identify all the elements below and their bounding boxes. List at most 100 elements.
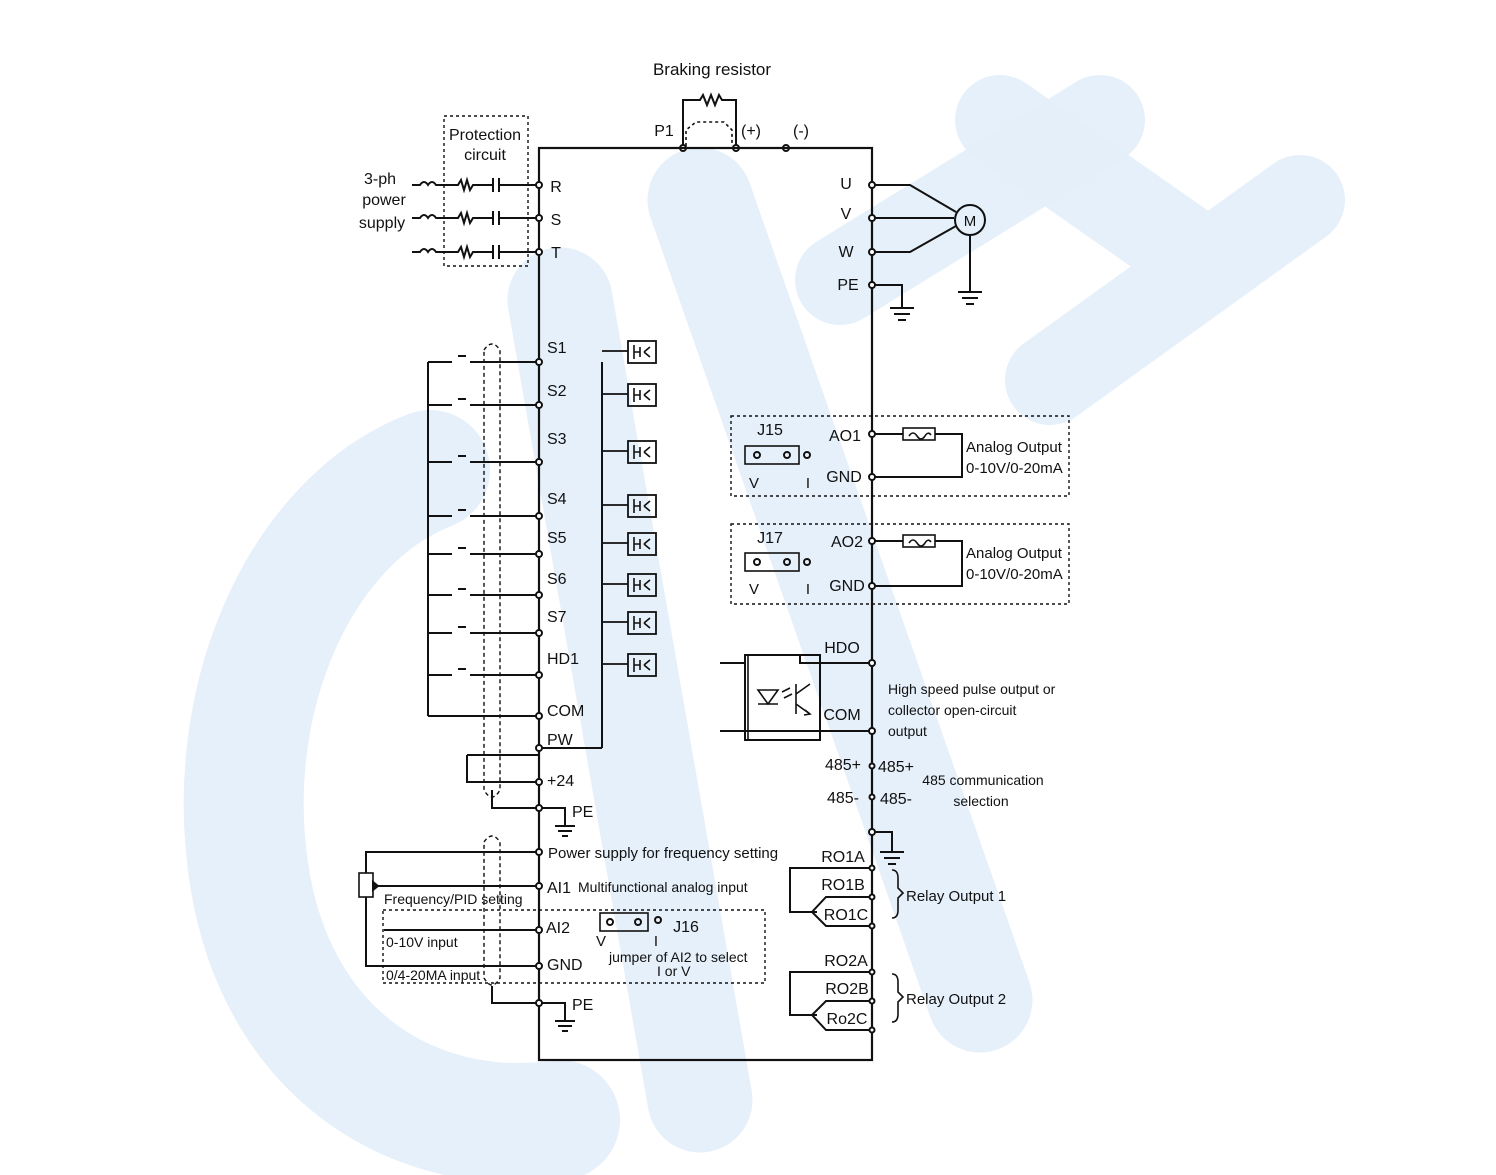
potentiometer-icon (358, 872, 374, 898)
com-pw-24v-wiring (428, 362, 603, 809)
meter-icon (902, 427, 936, 548)
power-supply-freq-label: Power supply for frequency setting (548, 845, 778, 862)
terminal-r: R (550, 179, 562, 196)
ao2-i-label: I (806, 581, 810, 598)
hdo-desc-3: output (888, 723, 927, 739)
ao2-v-label: V (749, 581, 759, 598)
j17-label: J17 (757, 530, 783, 547)
terminal-s4: S4 (547, 491, 567, 508)
rs485-minus-out: 485- (880, 791, 912, 808)
digital-input-switch-1 (428, 340, 657, 366)
optocoupler-icon (747, 654, 821, 741)
pe-ai-terminal: PE (572, 997, 593, 1014)
ground-icon (872, 284, 914, 321)
digital-input-switch-5 (428, 532, 657, 558)
hdo-com: COM (823, 707, 860, 724)
terminal-t: T (551, 245, 561, 262)
terminal-s3: S3 (547, 431, 567, 448)
ro1a: RO1A (821, 849, 865, 866)
ro1c: RO1C (824, 907, 868, 924)
power-lines (412, 176, 539, 261)
shield-cable (483, 343, 501, 798)
svg-text:power: power (362, 192, 406, 209)
j16-v-label: V (596, 933, 606, 950)
power-supply-label: 3-ph power supply (359, 171, 407, 232)
terminal-u: U (840, 176, 852, 193)
digital-input-switch-6 (428, 573, 657, 599)
terminal-s6: S6 (547, 571, 567, 588)
digital-input-switch-8 (428, 653, 657, 679)
ao1-jumper (744, 445, 811, 465)
rs485-plus: 485+ (825, 757, 861, 774)
ro2b: RO2B (825, 981, 869, 998)
relay1-desc: Relay Output 1 (906, 888, 1006, 905)
ao2-jumper (744, 552, 811, 572)
ro1b: RO1B (821, 877, 865, 894)
ao2-desc-range: 0-10V/0-20mA (966, 566, 1063, 583)
j16-i-label: I (654, 933, 658, 950)
potentiometer-wiring (365, 851, 539, 1004)
ao1-box (730, 415, 1070, 497)
rs485-desc-2: selection (953, 793, 1008, 809)
j16-jumper (599, 912, 662, 932)
ai1-desc: Multifunctional analog input (578, 879, 748, 895)
motor-label: M (964, 213, 977, 230)
terminal-s1: S1 (547, 340, 567, 357)
freq-pid-label: Frequency/PID setting (384, 891, 523, 907)
ai2-terminal: AI2 (546, 920, 570, 937)
terminal-v: V (841, 206, 852, 223)
terminal-s: S (551, 212, 562, 229)
hdo-desc-1: High speed pulse output or (888, 681, 1056, 697)
terminal-s7: S7 (547, 609, 567, 626)
ao2-desc: Analog Output (966, 545, 1063, 562)
analog-input-shield (483, 835, 501, 986)
digital-input-wiring (427, 340, 657, 716)
dc-bus-link (685, 121, 733, 146)
plus-label: (+) (741, 123, 761, 140)
ai1-terminal: AI1 (547, 880, 571, 897)
potentiometer-arrow (372, 879, 380, 893)
rs485-desc-1: 485 communication (922, 772, 1043, 788)
braking-resistor-symbol (682, 92, 737, 148)
terminal-s5: S5 (547, 530, 567, 547)
ground-icon (872, 831, 904, 865)
digital-input-switch-2 (428, 383, 657, 409)
ao1-terminal: AO1 (829, 428, 861, 445)
ao2-terminal: AO2 (831, 534, 863, 551)
terminal-pe-motor: PE (837, 277, 858, 294)
hdo-wiring (720, 654, 872, 741)
p1-label: P1 (654, 123, 674, 140)
rs485-plus-out: 485+ (878, 759, 914, 776)
gnd-ai-terminal: GND (547, 957, 583, 974)
ao1-desc-range: 0-10V/0-20mA (966, 460, 1063, 477)
relay1-wiring (789, 867, 873, 927)
ro2a: RO2A (824, 953, 868, 970)
svg-text:Protection: Protection (449, 127, 521, 144)
ao1-v-label: V (749, 475, 759, 492)
terminal-s2: S2 (547, 383, 567, 400)
relay1-brace (891, 869, 905, 919)
digital-input-switch-3 (428, 440, 657, 466)
terminal-pw: PW (547, 732, 574, 749)
ao1-desc: Analog Output (966, 439, 1063, 456)
relay2-brace (891, 973, 905, 1023)
digital-input-switch-7 (428, 611, 657, 637)
svg-text:circuit: circuit (464, 147, 506, 164)
protection-circuit-label: Protection circuit (449, 127, 521, 164)
terminal-w: W (838, 244, 854, 261)
digital-input-switch-4 (428, 494, 657, 520)
relay2-desc: Relay Output 2 (906, 991, 1006, 1008)
jumper-note-2: I or V (657, 963, 691, 979)
v-input-label: 0-10V input (386, 934, 458, 950)
terminal-24v: +24 (547, 773, 574, 790)
hdo-terminal: HDO (824, 640, 860, 657)
j16-label: J16 (673, 919, 699, 936)
terminal-pe-digital: PE (572, 804, 593, 821)
braking-resistor-label: Braking resistor (653, 60, 771, 79)
svg-text:supply: supply (359, 215, 405, 232)
protection-circuit-box (443, 115, 529, 267)
svg-text:3-ph: 3-ph (364, 171, 396, 188)
ground-icon (539, 1002, 575, 1032)
